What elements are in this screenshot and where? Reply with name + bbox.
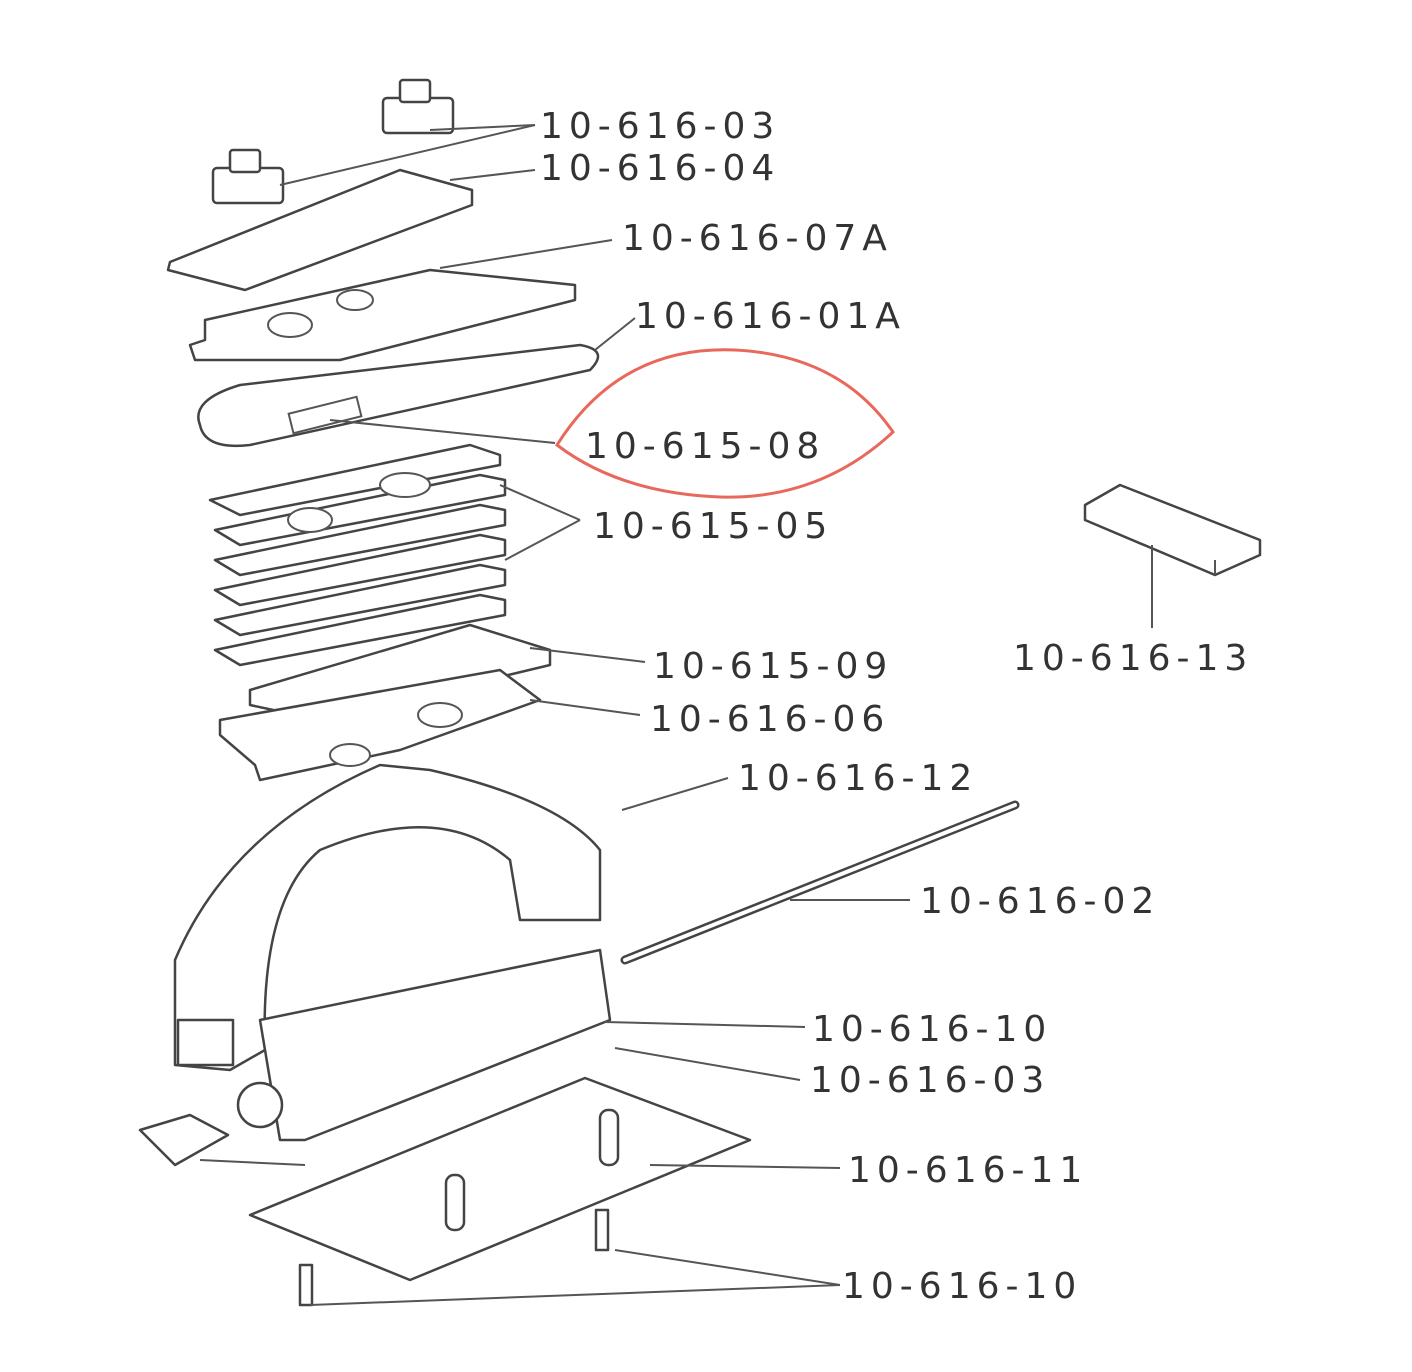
label-10-615-09: 10-615-09 [653, 646, 893, 687]
label-10-616-10-bottom: 10-616-10 [842, 1266, 1082, 1307]
label-10-616-03-bottom: 10-616-03 [810, 1060, 1050, 1101]
gear [236, 1081, 284, 1129]
label-10-616-13: 10-616-13 [1013, 638, 1253, 679]
bottom-plate [248, 1076, 752, 1282]
fin-stack [208, 443, 507, 667]
label-10-616-07a: 10-616-07A [622, 218, 893, 259]
label-10-615-05: 10-615-05 [593, 506, 833, 547]
label-10-616-03-top: 10-616-03 [540, 106, 780, 147]
knob-top [381, 78, 455, 135]
label-10-616-12: 10-616-12 [738, 758, 978, 799]
parts-box [1083, 483, 1262, 577]
highlight-circle [554, 348, 895, 499]
label-10-616-06: 10-616-06 [650, 699, 890, 740]
label-10-616-01a: 10-616-01A [635, 296, 906, 337]
label-10-616-11: 10-616-11 [848, 1150, 1088, 1191]
label-10-615-08: 10-615-08 [585, 426, 825, 467]
label-10-616-10-mid: 10-616-10 [812, 1009, 1052, 1050]
plate-09 [248, 623, 552, 722]
label-10-616-04: 10-616-04 [540, 148, 780, 189]
plate-06 [218, 668, 542, 782]
top-plate [166, 168, 474, 292]
leader-lines [199, 124, 1153, 1306]
handle [173, 763, 602, 1072]
label-10-616-02: 10-616-02 [920, 881, 1160, 922]
knob-left [211, 148, 285, 205]
clip [138, 1113, 230, 1167]
